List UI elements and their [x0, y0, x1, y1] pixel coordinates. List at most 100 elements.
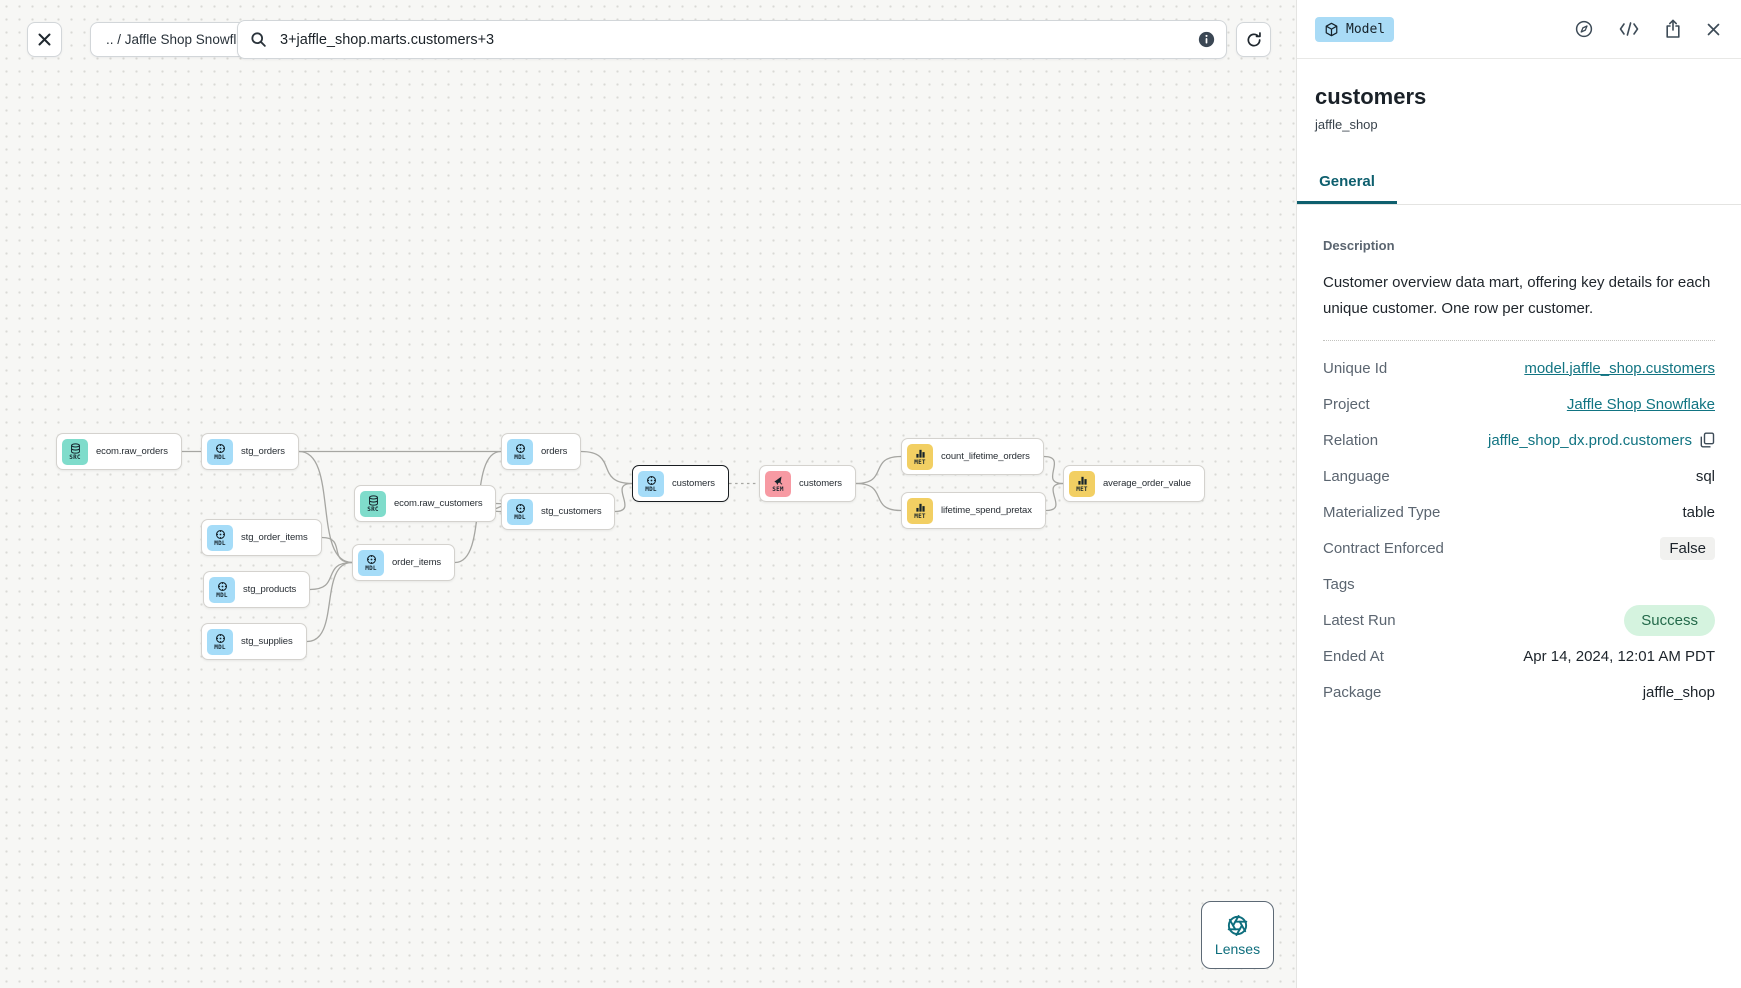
field-label: Ended At — [1323, 647, 1384, 665]
metric-icon: MET — [1069, 470, 1095, 497]
node-kind-label: MDL — [514, 453, 526, 461]
compass-icon[interactable] — [1574, 19, 1594, 39]
node-label: lifetime_spend_pretax — [941, 505, 1032, 516]
section-divider — [1323, 340, 1715, 341]
field-value-link[interactable]: model.jaffle_shop.customers — [1524, 359, 1715, 377]
node-kind-label: SRC — [367, 505, 379, 513]
node-label: orders — [541, 446, 568, 457]
model-icon: MDL — [207, 524, 233, 551]
field-label: Language — [1323, 467, 1390, 485]
field-label: Materialized Type — [1323, 503, 1441, 521]
search-input[interactable] — [237, 20, 1227, 59]
info-icon[interactable] — [1198, 31, 1215, 48]
field-value-link[interactable]: Jaffle Shop Snowflake — [1566, 395, 1715, 413]
field-label: Unique Id — [1323, 359, 1388, 377]
field-row-materialized-type: Materialized Type table — [1323, 494, 1715, 530]
lineage-node-raw_orders[interactable]: SRC ecom.raw_orders — [56, 433, 182, 470]
description-text: Customer overview data mart, offering ke… — [1323, 274, 1711, 317]
close-icon[interactable] — [1706, 22, 1721, 37]
node-label: stg_supplies — [241, 636, 293, 647]
node-label: average_order_value — [1103, 478, 1191, 489]
lineage-node-stg_customers[interactable]: MDL stg_customers — [501, 493, 616, 530]
model-icon: MDL — [638, 470, 664, 497]
details-panel: Model customers jaffle_shop General Desc… — [1296, 0, 1741, 988]
field-value: jaffle_shop — [1642, 683, 1715, 701]
close-icon — [38, 33, 51, 46]
lineage-node-stg_order_items[interactable]: MDL stg_order_items — [201, 519, 322, 556]
aperture-icon — [1227, 914, 1248, 936]
copy-icon[interactable] — [1700, 432, 1715, 448]
search-icon — [251, 32, 266, 47]
node-kind-label: MDL — [645, 485, 657, 493]
node-label: customers — [799, 478, 842, 489]
panel-tabs: General — [1297, 163, 1741, 205]
node-label: stg_order_items — [241, 532, 308, 543]
node-kind-label: MDL — [214, 539, 226, 547]
lineage-node-raw_customers[interactable]: SRC ecom.raw_customers — [354, 485, 497, 522]
lineage-node-customers_sem[interactable]: SEM customers — [759, 465, 856, 502]
model-icon: MDL — [507, 438, 533, 465]
lineage-edge-lifetime_spend_pretax-to-average_order_value — [1045, 482, 1064, 512]
close-lineage-button[interactable] — [27, 22, 62, 57]
node-label: ecom.raw_customers — [394, 498, 483, 509]
panel-header: Model — [1297, 0, 1741, 59]
general-section: Description Customer overview data mart,… — [1297, 238, 1741, 710]
node-kind-label: MDL — [216, 591, 228, 599]
lineage-edge-stg_order_items-to-order_items — [321, 536, 353, 564]
package-subtitle: jaffle_shop — [1315, 117, 1378, 132]
node-kind-label: MDL — [365, 564, 377, 572]
cube-icon — [1325, 22, 1338, 36]
field-row-tags: Tags — [1323, 566, 1715, 602]
node-label: ecom.raw_orders — [96, 446, 168, 457]
code-icon[interactable] — [1618, 21, 1640, 37]
resource-type-badge: Model — [1315, 16, 1395, 42]
node-kind-label: MET — [1076, 485, 1088, 493]
lineage-node-orders[interactable]: MDL orders — [501, 433, 582, 470]
lineage-edge-customers_sem-to-lifetime_spend_pretax — [855, 482, 902, 512]
node-label: stg_products — [243, 584, 297, 595]
model-icon: MDL — [207, 628, 233, 655]
model-icon: MDL — [209, 576, 235, 603]
lineage-node-count_lifetime_orders[interactable]: MET count_lifetime_orders — [901, 438, 1044, 475]
node-label: count_lifetime_orders — [941, 451, 1030, 462]
refresh-lineage-button[interactable] — [1236, 22, 1271, 57]
lenses-button[interactable]: Lenses — [1201, 901, 1274, 969]
lineage-node-stg_supplies[interactable]: MDL stg_supplies — [201, 623, 307, 660]
model-icon: MDL — [507, 498, 533, 525]
share-icon[interactable] — [1664, 19, 1682, 39]
breadcrumb-label: .. / Jaffle Shop Snowflake — [106, 32, 259, 47]
node-label: stg_customers — [541, 506, 602, 517]
lineage-node-stg_products[interactable]: MDL stg_products — [203, 571, 311, 608]
model-icon: MDL — [207, 438, 233, 465]
field-label: Relation — [1323, 431, 1379, 449]
node-kind-label: SEM — [772, 485, 784, 493]
lineage-node-average_order_value[interactable]: MET average_order_value — [1063, 465, 1205, 502]
node-kind-label: MET — [914, 458, 926, 466]
lineage-node-lifetime_spend_pretax[interactable]: MET lifetime_spend_pretax — [901, 492, 1046, 529]
tab-general[interactable]: General — [1297, 163, 1397, 204]
resource-type-label: Model — [1346, 21, 1386, 37]
source-database-icon: SRC — [62, 438, 88, 465]
node-kind-label: MDL — [514, 513, 526, 521]
source-database-icon: SRC — [360, 490, 386, 517]
node-kind-label: MDL — [214, 453, 226, 461]
lenses-label: Lenses — [1214, 940, 1261, 957]
metric-icon: MET — [907, 497, 933, 524]
semantic-model-icon: SEM — [765, 470, 791, 497]
description-label: Description — [1323, 238, 1395, 253]
field-value: table — [1682, 503, 1715, 521]
lineage-edge-stg_supplies-to-order_items — [306, 561, 353, 643]
refresh-icon — [1246, 31, 1261, 46]
lineage-edge-stg_products-to-order_items — [309, 561, 353, 591]
